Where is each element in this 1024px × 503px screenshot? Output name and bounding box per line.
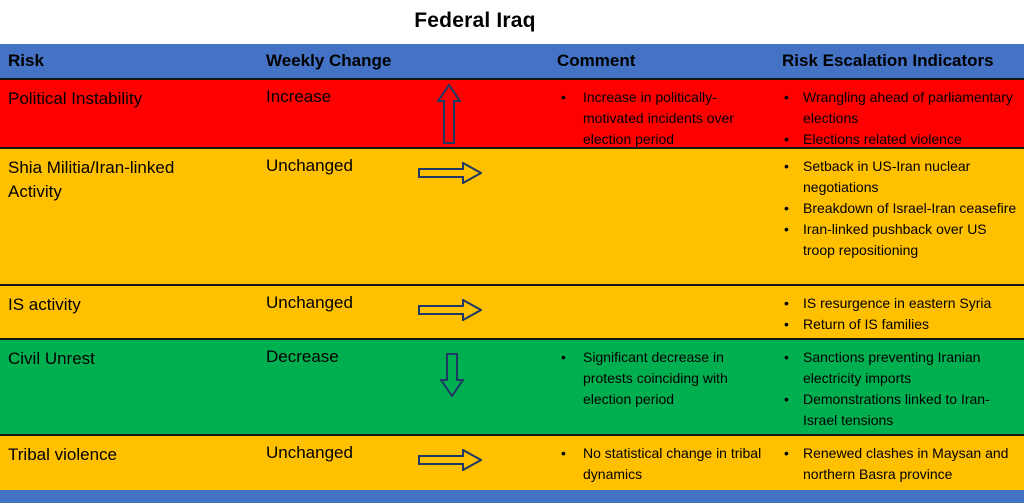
bullet-marker: •: [784, 316, 789, 332]
indicator-text: IS resurgence in eastern Syria: [803, 295, 992, 311]
bullet-marker: •: [784, 295, 789, 311]
indicator-text: Breakdown of Israel-Iran ceasefire: [803, 200, 1017, 216]
bullet-item: • IS resurgence in eastern Syria: [782, 293, 1024, 314]
slide-title-bar: Federal Iraq: [0, 0, 987, 44]
table-header-row: Risk Weekly Change Comment Risk Escalati…: [0, 44, 1024, 80]
weekly-change-value: Unchanged: [266, 293, 353, 312]
trend-arrow-cell: [413, 80, 545, 150]
trend-arrow-cell: [413, 436, 545, 490]
bullet-item: • Iran-linked pushback over US troop repo…: [782, 219, 1024, 261]
weekly-change-value: Unchanged: [266, 443, 353, 462]
indicator-text: Sanctions preventing Iranian electricity…: [803, 349, 981, 386]
bullet-marker: •: [784, 89, 789, 105]
risk-name: IS activity: [8, 295, 81, 314]
comment-cell: • Significant decrease in protests coinci…: [545, 340, 772, 434]
indicator-text: Setback in US-Iran nuclear negotiations: [803, 158, 971, 195]
bullet-marker: •: [561, 445, 566, 461]
page-title: Federal Iraq: [414, 9, 536, 32]
trend-unchanged-arrow-icon: [418, 449, 482, 471]
trend-unchanged-arrow-icon: [418, 299, 482, 321]
risk-row: Civil Unrest Decrease • Significant decreas…: [0, 340, 1024, 436]
bullet-item: • Sanctions preventing Iranian electricit…: [782, 347, 1024, 389]
column-header-weekly-change: Weekly Change: [266, 51, 392, 70]
weekly-change-value: Unchanged: [266, 156, 353, 175]
column-header-risk: Risk: [8, 51, 44, 70]
bullet-item: • No statistical change in tribal dynamic…: [557, 443, 772, 485]
trend-up-arrow-icon: [437, 84, 461, 144]
escalation-indicators-cell: • Sanctions preventing Iranian electricit…: [772, 340, 1024, 434]
bullet-marker: •: [561, 89, 566, 105]
bullet-marker: •: [784, 131, 789, 147]
risk-row: Shia Militia/Iran-linked Activity Unchang…: [0, 149, 1024, 286]
trend-arrow-cell: [413, 340, 545, 434]
indicator-text: Elections related violence: [803, 131, 962, 147]
risk-name: Shia Militia/Iran-linked Activity: [8, 158, 175, 201]
trend-arrow-cell: [413, 286, 545, 338]
risk-name: Civil Unrest: [8, 349, 95, 368]
bullet-marker: •: [784, 200, 789, 216]
risk-name: Political Instability: [8, 89, 143, 108]
bullet-item: • Significant decrease in protests coinci…: [557, 347, 772, 410]
indicator-text: Demonstrations linked to Iran-Israel ten…: [803, 391, 990, 428]
risk-name: Tribal violence: [8, 445, 117, 464]
trend-unchanged-arrow-icon: [418, 162, 482, 184]
bullet-marker: •: [784, 391, 789, 407]
escalation-indicators-cell: • Renewed clashes in Maysan and northern …: [772, 436, 1024, 490]
escalation-indicators-cell: • IS resurgence in eastern Syria • Return o…: [772, 286, 1024, 338]
bullet-marker: •: [561, 349, 566, 365]
comment-cell: • No statistical change in tribal dynamic…: [545, 436, 772, 490]
weekly-change-value: Increase: [266, 87, 332, 106]
risk-row: Tribal violence Unchanged • No statistical …: [0, 436, 1024, 490]
escalation-indicators-cell: • Wrangling ahead of parliamentary electi…: [772, 80, 1024, 150]
bullet-item: • Renewed clashes in Maysan and northern …: [782, 443, 1024, 485]
table-body: Political Instability Increase • Increase i…: [0, 80, 1024, 490]
comment-cell: [545, 286, 772, 338]
bullet-item: • Setback in US-Iran nuclear negotiations: [782, 156, 1024, 198]
bullet-marker: •: [784, 349, 789, 365]
risk-row: IS activity Unchanged • IS resurgence in ea…: [0, 286, 1024, 340]
comment-text: Significant decrease in protests coincid…: [583, 349, 728, 407]
column-header-comment: Comment: [557, 51, 636, 70]
bullet-marker: •: [784, 445, 789, 461]
footer-accent-bar: [0, 490, 1024, 503]
bullet-item: • Increase in politically-motivated incid…: [557, 87, 772, 150]
bullet-item: • Breakdown of Israel-Iran ceasefire: [782, 198, 1024, 219]
bullet-marker: •: [784, 158, 789, 174]
risk-row: Political Instability Increase • Increase i…: [0, 80, 1024, 149]
bullet-item: • Wrangling ahead of parliamentary electi…: [782, 87, 1024, 129]
trend-down-arrow-icon: [440, 353, 464, 397]
weekly-change-value: Decrease: [266, 347, 339, 366]
comment-cell: [545, 149, 772, 284]
comment-text: Increase in politically-motivated incide…: [583, 89, 734, 147]
bullet-marker: •: [784, 221, 789, 237]
bullet-item: • Elections related violence: [782, 129, 1024, 150]
indicator-text: Renewed clashes in Maysan and northern B…: [803, 445, 1009, 482]
comment-text: No statistical change in tribal dynamics: [583, 445, 762, 482]
indicator-text: Iran-linked pushback over US troop repos…: [803, 221, 987, 258]
indicator-text: Wrangling ahead of parliamentary electio…: [803, 89, 1013, 126]
column-header-risk-escalation-indicators: Risk Escalation Indicators: [782, 51, 994, 70]
bullet-item: • Return of IS families: [782, 314, 1024, 335]
escalation-indicators-cell: • Setback in US-Iran nuclear negotiations…: [772, 149, 1024, 284]
comment-cell: • Increase in politically-motivated incid…: [545, 80, 772, 150]
indicator-text: Return of IS families: [803, 316, 930, 332]
trend-arrow-cell: [413, 149, 545, 284]
bullet-item: • Demonstrations linked to Iran-Israel te…: [782, 389, 1024, 431]
